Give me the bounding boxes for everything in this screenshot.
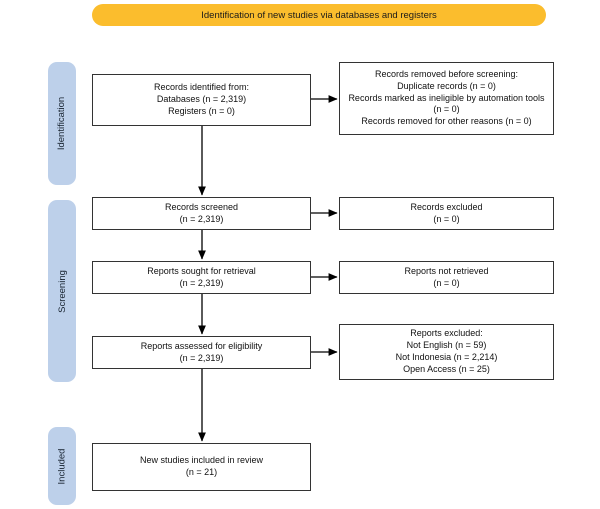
banner-label: Identification of new studies via databa… (201, 9, 437, 21)
box-text-line: Records removed for other reasons (n = 0… (361, 116, 532, 127)
box-text-line: Reports excluded: (410, 328, 483, 339)
stage-identification: Identification (48, 62, 76, 185)
box-reports-not-retrieved: Reports not retrieved (n = 0) (339, 261, 554, 294)
stage-identification-label: Identification (56, 96, 68, 151)
box-text-line: (n = 2,319) (179, 213, 224, 224)
stage-included: Included (48, 427, 76, 505)
banner: Identification of new studies via databa… (92, 4, 546, 26)
stage-included-label: Included (56, 448, 68, 484)
box-text-line: Records marked as ineligible by automati… (348, 92, 545, 115)
box-records-excluded: Records excluded (n = 0) (339, 197, 554, 230)
box-text-line: Records screened (164, 201, 239, 212)
box-text-line: (n = 2,319) (179, 277, 224, 288)
box-reports-sought: Reports sought for retrieval (n = 2,319) (92, 261, 311, 294)
box-text-line: Duplicate records (n = 0) (397, 80, 496, 91)
box-records-identified: Records identified from: Databases (n = … (92, 74, 311, 126)
box-text-line: (n = 0) (433, 213, 460, 224)
stage-screening: Screening (48, 200, 76, 382)
box-text-line: Reports not retrieved (404, 265, 489, 276)
box-text-line: Records excluded (410, 201, 483, 212)
box-text-line: Registers (n = 0) (168, 105, 235, 116)
box-text-line: Databases (n = 2,319) (156, 94, 247, 105)
box-text-line: Open Access (n = 25) (403, 363, 490, 374)
box-text-line: Reports sought for retrieval (147, 265, 256, 276)
box-text-line: Reports assessed for eligibility (140, 340, 263, 351)
box-text-line: (n = 0) (433, 277, 460, 288)
box-text-line: Not English (n = 59) (406, 340, 487, 351)
box-reports-excluded: Reports excluded: Not English (n = 59) N… (339, 324, 554, 380)
box-text-line: Records removed before screening: (374, 68, 519, 79)
box-text-line: Records identified from: (153, 82, 250, 93)
stage-screening-label: Screening (56, 269, 68, 313)
box-text-line: (n = 2,319) (179, 352, 224, 363)
box-text-line: (n = 21) (185, 467, 218, 477)
box-text-line: New studies included in review (139, 455, 264, 466)
box-text-line: Not Indonesia (n = 2,214) (395, 352, 498, 362)
box-records-screened: Records screened (n = 2,319) (92, 197, 311, 230)
box-new-studies-included: New studies included in review (n = 21) (92, 443, 311, 491)
box-reports-assessed: Reports assessed for eligibility (n = 2,… (92, 336, 311, 369)
box-records-removed: Records removed before screening: Duplic… (339, 62, 554, 135)
